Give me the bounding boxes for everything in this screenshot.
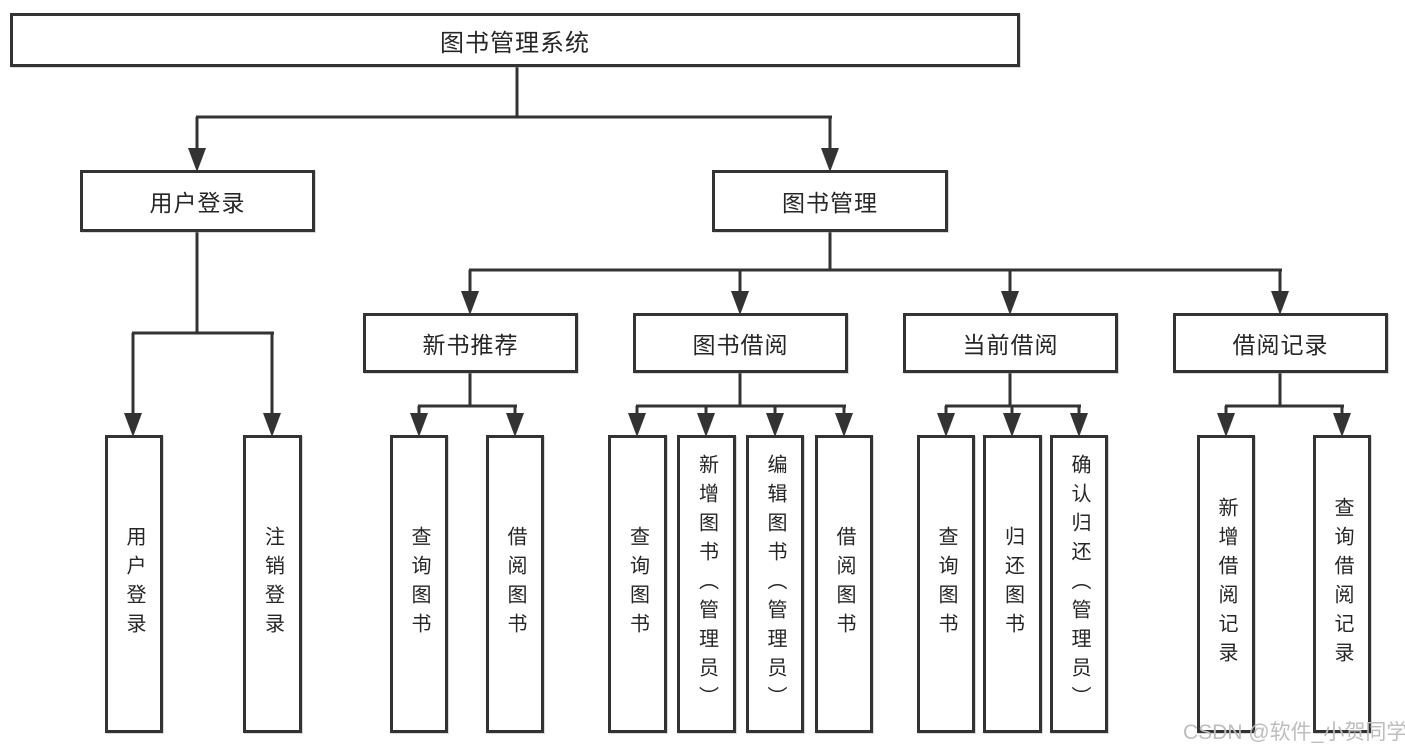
node-borrowing-records: 借阅记录 [1173, 313, 1388, 373]
node-label: 图书借阅 [692, 332, 789, 358]
arrowhead-icon [410, 413, 428, 437]
arrowhead-icon [1001, 291, 1019, 315]
leaf-return-books: 归还图书 [983, 435, 1042, 733]
arrowhead-icon [124, 413, 142, 437]
node-library-management-system: 图书管理系统 [10, 13, 1020, 67]
node-book-borrowing: 图书借阅 [633, 313, 848, 373]
leaf-label: 归还图书 [1001, 526, 1024, 642]
leaf-query-books-current: 查询图书 [917, 435, 975, 733]
leaf-label: 新增借阅记录 [1215, 497, 1237, 671]
arrowhead-icon [461, 291, 479, 315]
leaf-add-borrowing-record: 新增借阅记录 [1197, 435, 1255, 733]
arrowhead-icon [1070, 413, 1088, 437]
leaf-label: 编辑图书（管理员） [764, 453, 786, 715]
node-book-management: 图书管理 [712, 170, 948, 232]
leaf-confirm-return-admin: 确认归还（管理员） [1050, 435, 1108, 733]
node-current-borrowing: 当前借阅 [903, 313, 1118, 373]
leaf-logout-login: 注销登录 [243, 435, 302, 733]
arrowhead-icon [1003, 413, 1021, 437]
leaf-label: 新增图书（管理员） [695, 453, 718, 715]
leaf-label: 查询图书 [626, 526, 649, 642]
arrowhead-icon [628, 413, 646, 437]
arrowhead-icon [697, 413, 715, 437]
arrowhead-icon [1333, 413, 1351, 437]
node-new-book-recommendation: 新书推荐 [363, 313, 578, 373]
arrowhead-icon [188, 148, 206, 172]
node-user-login: 用户登录 [80, 170, 315, 232]
arrowhead-icon [821, 148, 839, 172]
leaf-label: 查询图书 [408, 526, 430, 642]
leaf-query-books-recommend: 查询图书 [390, 435, 448, 733]
leaf-label: 查询借阅记录 [1331, 497, 1353, 671]
leaf-edit-books-admin: 编辑图书（管理员） [746, 435, 804, 733]
leaf-borrow-books-borrowing: 借阅图书 [815, 435, 873, 733]
arrowhead-icon [506, 413, 524, 437]
leaf-label: 借阅图书 [833, 526, 855, 642]
leaf-label: 确认归还（管理员） [1068, 453, 1090, 715]
leaf-label: 借阅图书 [504, 526, 526, 642]
arrowhead-icon [937, 413, 955, 437]
arrowhead-icon [835, 413, 853, 437]
node-label: 图书管理 [782, 190, 878, 216]
node-label: 借阅记录 [1232, 332, 1329, 358]
csdn-watermark: CSDN @软件_小贺同学 [1183, 721, 1405, 744]
leaf-user-login: 用户登录 [105, 435, 163, 733]
leaf-query-books-borrowing: 查询图书 [608, 435, 667, 733]
node-label: 用户登录 [149, 190, 246, 216]
leaf-label: 查询图书 [935, 526, 957, 642]
leaf-label: 注销登录 [261, 526, 284, 642]
leaf-borrow-books-recommend: 借阅图书 [486, 435, 544, 733]
node-label: 新书推荐 [422, 332, 519, 358]
leaf-label: 用户登录 [123, 526, 145, 642]
node-label: 当前借阅 [962, 332, 1059, 358]
node-label: 图书管理系统 [440, 29, 590, 57]
arrowhead-icon [263, 413, 281, 437]
leaf-add-books-admin: 新增图书（管理员） [677, 435, 736, 733]
arrowhead-icon [731, 291, 749, 315]
arrowhead-icon [1217, 413, 1235, 437]
arrowhead-icon [766, 413, 784, 437]
leaf-query-borrowing-record: 查询借阅记录 [1313, 435, 1371, 733]
arrowhead-icon [1271, 291, 1289, 315]
